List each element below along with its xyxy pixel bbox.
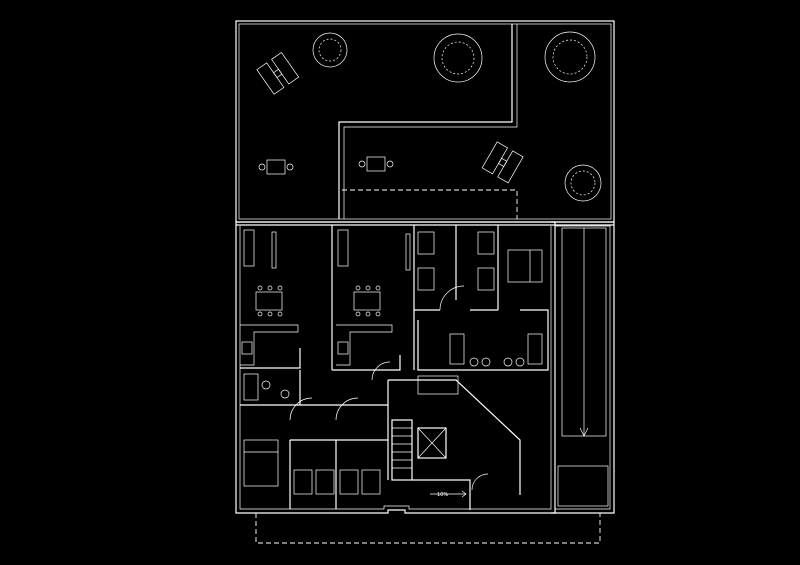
stove-icon <box>337 341 349 355</box>
bed-icon <box>243 439 279 487</box>
stairs <box>391 419 413 481</box>
kitchen-counter <box>240 324 299 366</box>
sink-icon <box>469 357 479 367</box>
ramp <box>557 227 609 507</box>
hallway <box>371 361 521 495</box>
stove-icon <box>241 341 253 355</box>
stair-landing <box>417 375 459 395</box>
sun-lounger-icon <box>256 52 524 184</box>
sink-icon <box>280 389 290 399</box>
lower-dashed-overhang <box>255 513 601 544</box>
ramp-slope-label: 10% <box>437 492 448 498</box>
tree-icon <box>312 31 602 202</box>
table-icon <box>258 156 394 175</box>
stairwell <box>391 419 489 510</box>
bathtub-icon <box>527 333 543 365</box>
bed-icon <box>417 231 435 255</box>
toilet-icon <box>261 380 271 390</box>
sofa-icon <box>243 229 255 267</box>
bedrooms-lower <box>289 397 388 509</box>
dining-table-icon <box>353 291 381 311</box>
bedrooms-upper-right <box>414 225 549 371</box>
exterior-wall <box>235 221 556 514</box>
building-outline <box>235 221 615 544</box>
terrace-dashed-overhang <box>338 189 518 219</box>
ramp-arrow-icon <box>430 490 467 498</box>
kitchen-counter <box>336 324 393 366</box>
terrace-inner-wall <box>338 24 513 219</box>
ramp-enclosure <box>551 221 615 514</box>
apartment-center <box>332 225 415 371</box>
bed-icon <box>293 469 313 495</box>
bathtub-icon <box>243 373 259 401</box>
bed-icon <box>507 249 543 283</box>
sofa-icon <box>337 229 349 267</box>
apartment-left <box>240 225 333 487</box>
elevator-shaft <box>417 427 447 459</box>
dining-table-icon <box>255 291 283 311</box>
roof-terrace <box>235 20 615 223</box>
bathtub-icon <box>449 333 465 365</box>
